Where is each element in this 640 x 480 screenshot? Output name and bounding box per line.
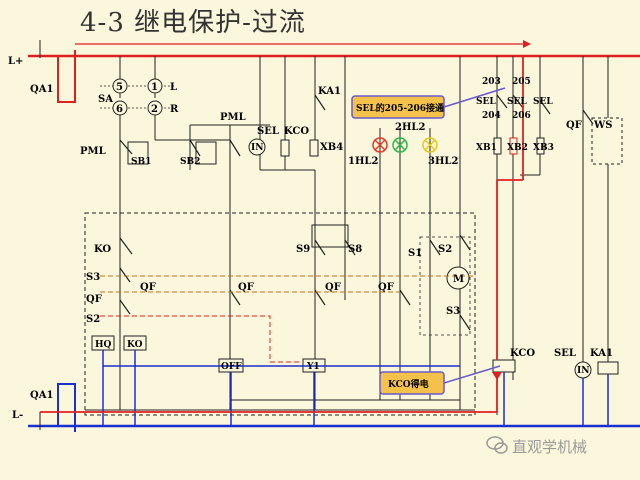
sa-switch <box>100 56 176 116</box>
kco-top-label: KCO <box>284 126 309 137</box>
xb1-label: XB1 <box>476 143 497 153</box>
node-204: 204 <box>482 111 501 121</box>
qf-a-label: QF <box>140 282 156 293</box>
s1-label: S1 <box>408 248 422 259</box>
xb2-label: XB2 <box>507 143 528 153</box>
dashed-ws-box <box>591 117 623 165</box>
pml-mid-label: PML <box>220 112 246 123</box>
l-minus-label: L- <box>12 410 23 421</box>
callout-top-text: SEL的205-206接通 <box>356 102 444 114</box>
l-plus-label: L+ <box>8 56 23 67</box>
lamp-3hl2 <box>422 137 438 153</box>
kco-bottom-label: KCO <box>510 348 535 359</box>
hl2-label: 2HL2 <box>395 122 425 133</box>
sb2-label: SB2 <box>180 157 200 167</box>
s3-left-label: S3 <box>86 272 100 283</box>
in-bottom-label: IN <box>577 366 589 376</box>
page-title: 4-3 继电保护-过流 <box>80 8 306 38</box>
s3-right-label: S3 <box>446 306 460 317</box>
node-205: 205 <box>512 77 531 87</box>
sa-r-label: R <box>170 104 179 115</box>
ko-box-label: KO <box>127 340 143 350</box>
hq-label: HQ <box>95 340 112 350</box>
xb3-label: XB3 <box>533 143 554 153</box>
xb4-link <box>309 139 319 157</box>
callout-top <box>351 87 506 119</box>
qa1-bottom-blue <box>50 383 76 432</box>
hl3-label: 3HL2 <box>428 156 458 167</box>
sel-a-label: SEL <box>476 97 496 107</box>
sb1-label: SB1 <box>131 157 151 167</box>
blue-return-paths <box>102 350 609 426</box>
lamp-2hl2 <box>392 137 408 153</box>
qf-c-label: QF <box>325 282 341 293</box>
qf-d-label: QF <box>378 282 394 293</box>
red-signal-arrow <box>492 372 502 380</box>
mechanical-links <box>100 275 475 363</box>
in-meter-left <box>248 138 266 156</box>
sel-left-label: SEL <box>257 126 279 137</box>
sel-bottom-label: SEL <box>554 348 576 359</box>
node-206: 206 <box>512 111 531 121</box>
watermark-text: 直观学机械 <box>512 438 588 456</box>
callout-bottom <box>379 365 501 395</box>
qf-left-label: QF <box>86 294 102 305</box>
ws-label: WS <box>593 120 612 131</box>
off-label: OFF <box>221 362 242 372</box>
hl1-label: 1HL2 <box>348 156 378 167</box>
pml-left-label: PML <box>80 146 106 157</box>
callout-bottom-text: KCO得电 <box>388 378 429 390</box>
ka1-top-label: KA1 <box>318 86 341 97</box>
s2-right-label: S2 <box>438 244 452 255</box>
dashed-control-box <box>84 212 476 416</box>
qa1-bottom-label: QA1 <box>30 390 53 401</box>
terminal-2: 2 <box>151 104 158 115</box>
motor-m <box>446 266 470 290</box>
xb1-link <box>493 137 502 155</box>
s8-label: S8 <box>348 244 362 255</box>
s8-box <box>311 224 349 248</box>
terminal-6: 6 <box>116 104 123 115</box>
xb4-label: XB4 <box>320 142 343 153</box>
node-203: 203 <box>482 77 501 87</box>
ka1-coil-bottom <box>597 361 619 375</box>
ka1-bottom-label: KA1 <box>590 348 613 359</box>
dashed-motor-box <box>419 236 471 336</box>
s9-label: S9 <box>296 244 310 255</box>
qa1-top-red <box>50 50 76 103</box>
kco-coil-bottom <box>492 359 516 373</box>
sa-l-label: L <box>170 82 177 93</box>
xb2-link <box>509 137 518 155</box>
in-left-label: IN <box>251 143 263 153</box>
red-signal-path <box>40 56 524 413</box>
sb2-box <box>195 141 217 165</box>
sb1-box <box>127 141 149 165</box>
y1-label: Y1 <box>306 362 320 372</box>
qf-b-label: QF <box>238 282 254 293</box>
sa-label: SA <box>98 94 113 105</box>
s2-left-label: S2 <box>86 314 100 325</box>
ko-label: KO <box>94 244 111 255</box>
l-plus-top-arrow <box>523 40 531 48</box>
xb3-link <box>536 137 545 155</box>
terminal-5: 5 <box>116 82 123 93</box>
qa1-top-label: QA1 <box>30 84 53 95</box>
wechat-icon <box>486 436 508 454</box>
kco-coil-top <box>280 139 290 157</box>
lamp-1hl2 <box>372 137 388 153</box>
sel-b-label: SEL <box>507 97 527 107</box>
terminal-1: 1 <box>151 82 158 93</box>
sel-c-label: SEL <box>533 97 553 107</box>
motor-label: M <box>453 274 464 285</box>
qf-right-label: QF <box>566 120 582 131</box>
